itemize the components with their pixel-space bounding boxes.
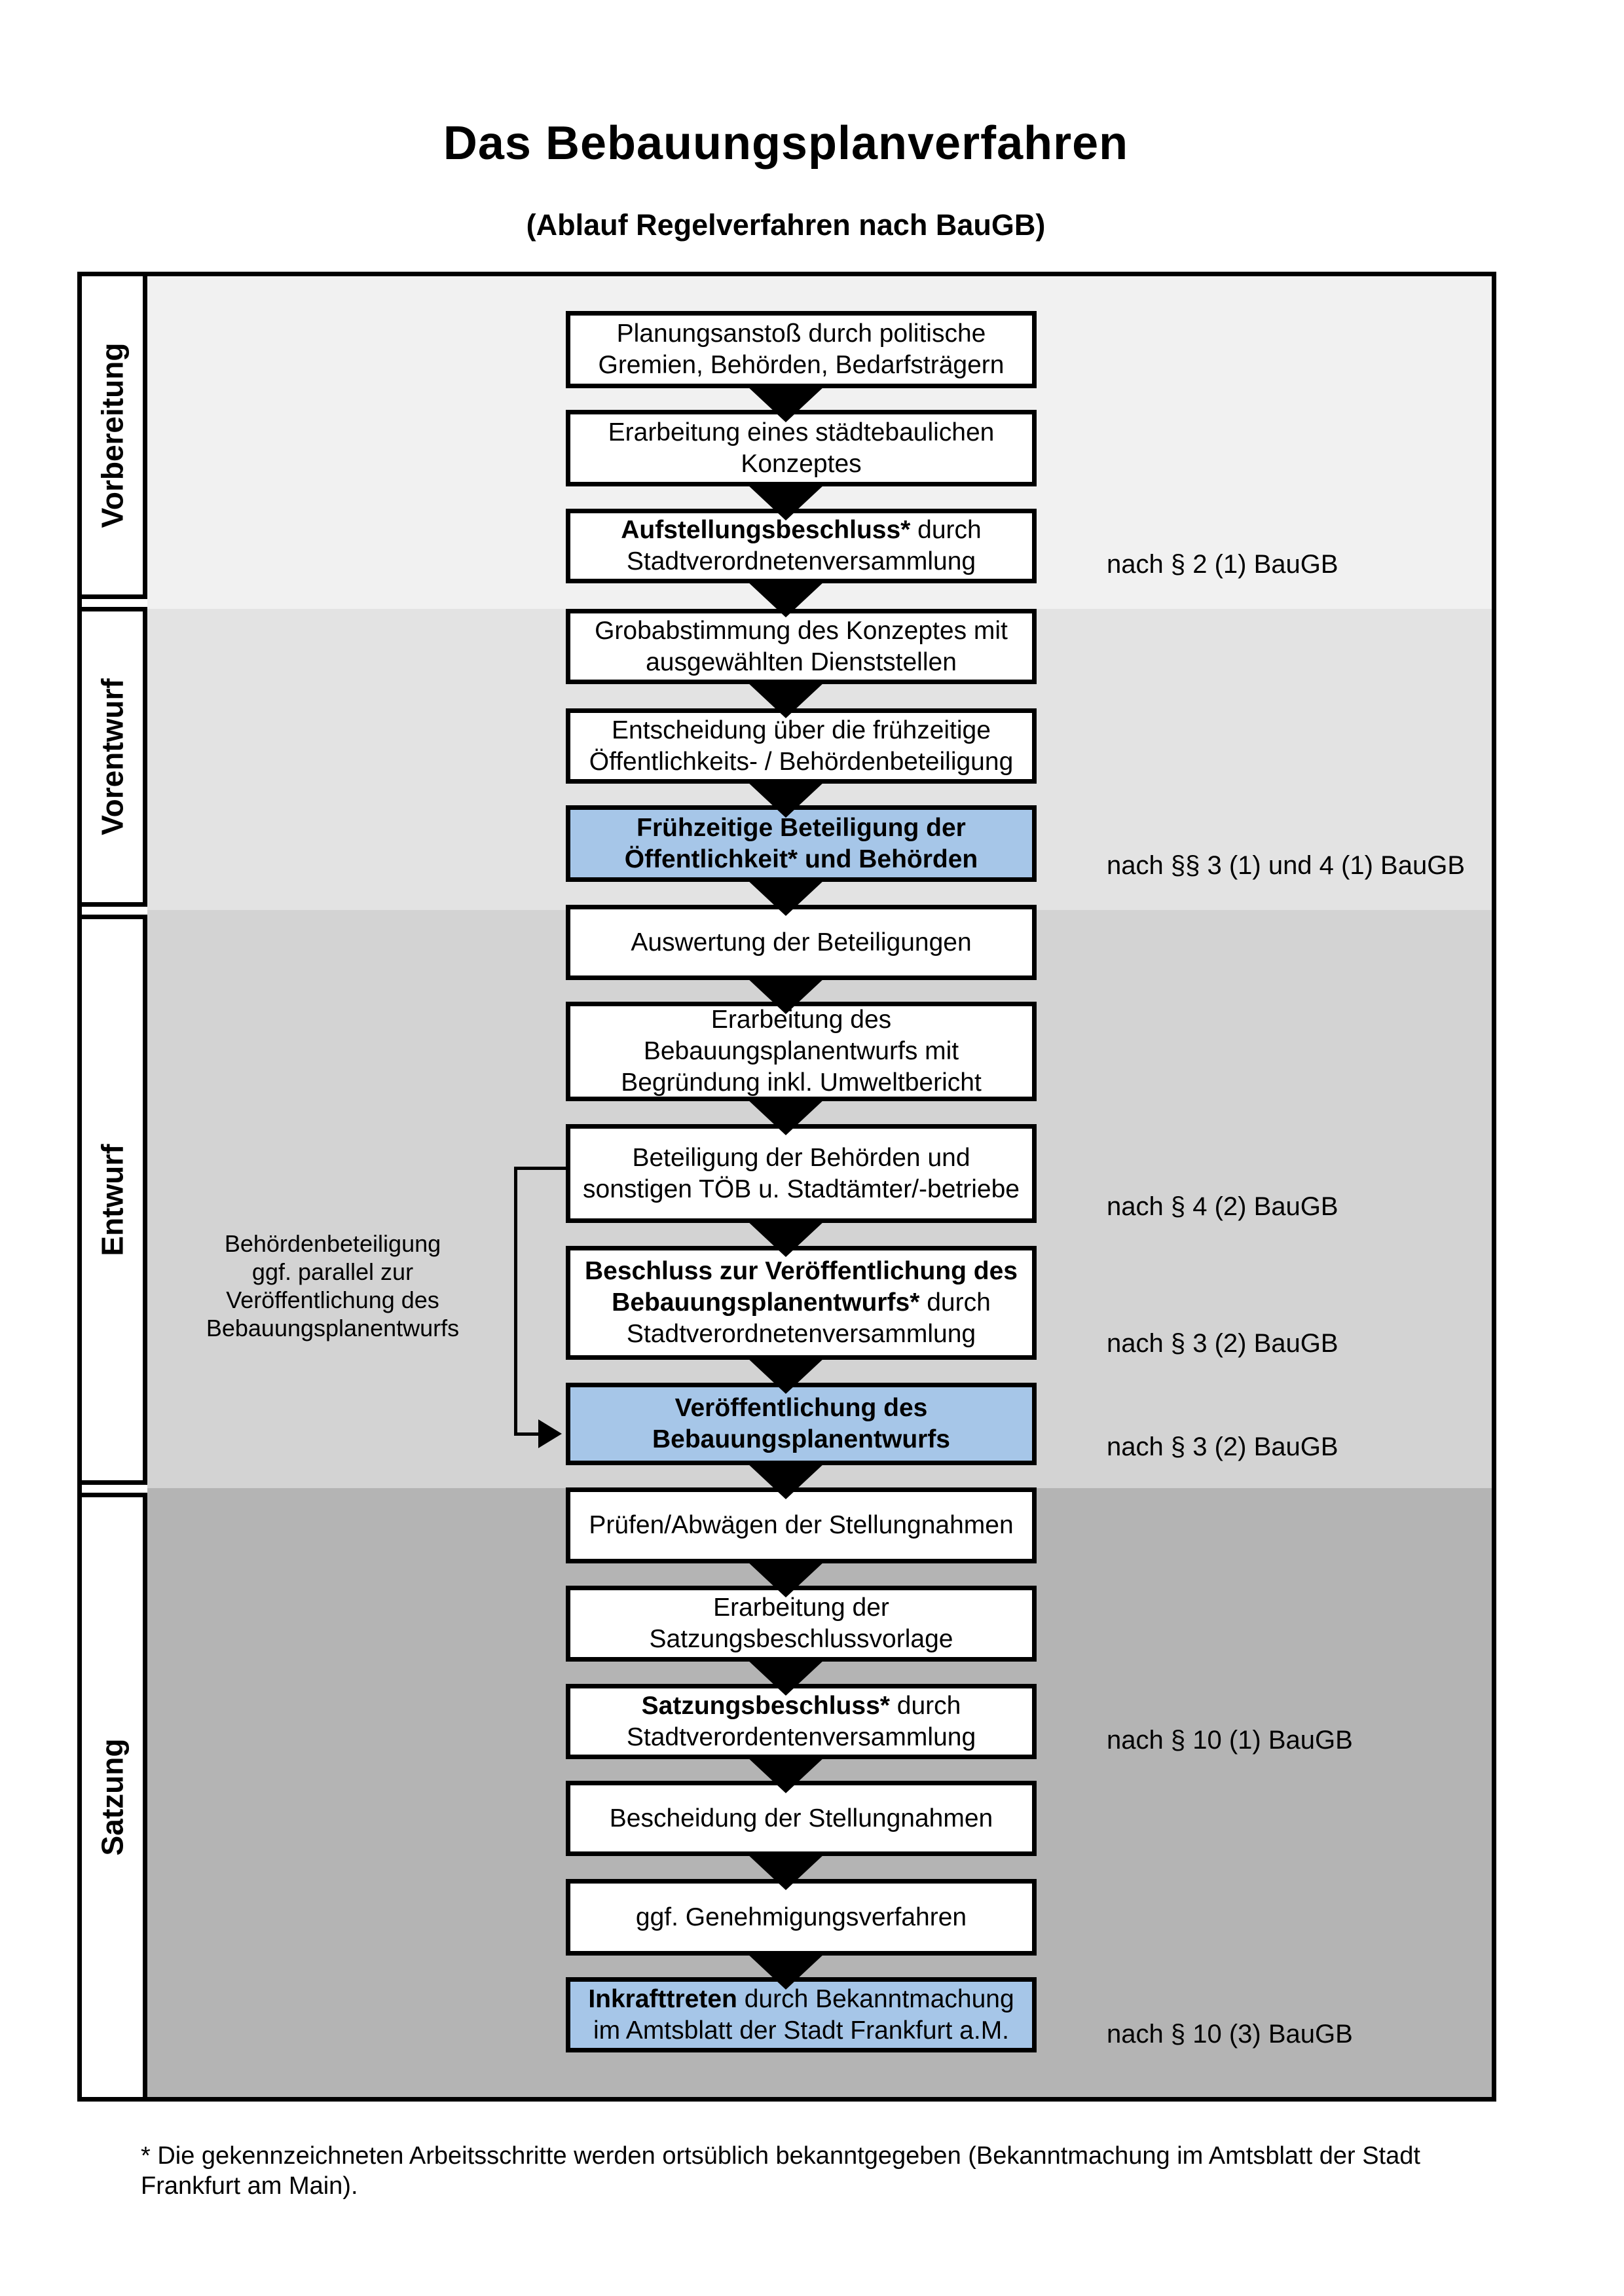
connector-line — [514, 1167, 517, 1435]
flow-arrow-down-icon — [747, 386, 825, 422]
flow-step-satzungsbeschluss: Satzungsbeschluss* durch Stadtverordente… — [566, 1684, 1037, 1759]
legal-reference: nach § 4 (2) BauGB — [1107, 1192, 1338, 1221]
legal-reference: nach § 10 (3) BauGB — [1107, 2020, 1353, 2049]
flow-step-genehmigungsverfahren: ggf. Genehmigungsverfahren — [566, 1879, 1037, 1956]
flow-arrow-down-icon — [747, 1853, 825, 1890]
flow-step-entscheidung: Entscheidung über die frühzeitige Öffent… — [566, 708, 1037, 784]
flow-arrow-down-icon — [747, 781, 825, 818]
flow-arrow-down-icon — [747, 1659, 825, 1696]
page-subtitle: (Ablauf Regelverfahren nach BauGB) — [526, 208, 1046, 242]
flow-arrow-down-icon — [747, 879, 825, 916]
flow-step-planungsanstoss: Planungsanstoß durch politische Gremien,… — [566, 311, 1037, 388]
side-annotation: Behördenbeteiligung ggf. parallel zur Ve… — [206, 1230, 460, 1341]
flow-arrow-down-icon — [747, 1757, 825, 1793]
flow-arrow-down-icon — [747, 484, 825, 520]
page-title: Das Bebauungsplanverfahren — [443, 117, 1129, 170]
flow-step-veroeffentlichung: Veröffentlichung des Bebauungsplanentwur… — [566, 1383, 1037, 1465]
flow-step-auswertung: Auswertung der Beteiligungen — [566, 905, 1037, 980]
flow-arrow-down-icon — [747, 1953, 825, 1990]
flow-arrow-down-icon — [747, 581, 825, 617]
connector-line — [514, 1432, 540, 1436]
flow-step-grobabstimmung: Grobabstimmung des Konzeptes mit ausgewä… — [566, 609, 1037, 684]
connector-arrow-right-icon — [538, 1419, 562, 1448]
diagram-frame — [77, 272, 1496, 2102]
flow-arrow-down-icon — [747, 1220, 825, 1257]
flow-arrow-down-icon — [747, 1357, 825, 1394]
legal-reference: nach § 3 (2) BauGB — [1107, 1432, 1338, 1461]
legal-reference: nach § 10 (1) BauGB — [1107, 1726, 1353, 1755]
flow-step-beteiligung-behoerden: Beteiligung der Behörden und sonstigen T… — [566, 1124, 1037, 1223]
flow-step-erarbeitung-entwurf: Erarbeitung des Bebauungsplanentwurfs mi… — [566, 1002, 1037, 1101]
phase-label-entwurf: Entwurf — [77, 915, 147, 1485]
footnote: * Die gekennzeichneten Arbeitsschritte w… — [141, 2142, 1420, 2200]
flow-arrow-down-icon — [747, 1561, 825, 1597]
flow-arrow-down-icon — [747, 1099, 825, 1135]
flow-step-fruehzeitige-beteiligung: Frühzeitige Beteiligung der Öffentlichke… — [566, 805, 1037, 882]
legal-reference: nach § 2 (1) BauGB — [1107, 550, 1338, 579]
legal-reference: nach §§ 3 (1) und 4 (1) BauGB — [1107, 851, 1465, 880]
legal-reference: nach § 3 (2) BauGB — [1107, 1329, 1338, 1358]
flow-arrow-down-icon — [747, 977, 825, 1014]
flow-arrow-down-icon — [747, 682, 825, 718]
flow-arrow-down-icon — [747, 1463, 825, 1499]
connector-line — [514, 1167, 566, 1170]
flow-step-beschluss-veroeffentlichung: Beschluss zur Veröffentlichung des Bebau… — [566, 1246, 1037, 1360]
